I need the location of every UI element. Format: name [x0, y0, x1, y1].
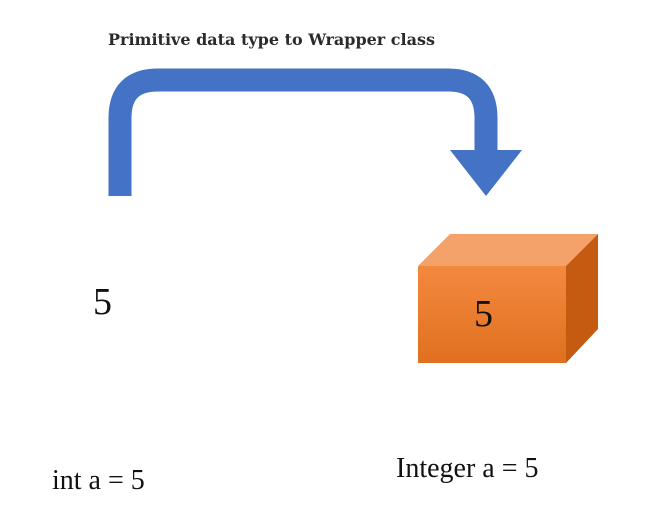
conversion-arrow-head: [450, 150, 522, 196]
wrapper-box-value: 5: [474, 293, 493, 335]
primitive-value: 5: [93, 281, 112, 323]
diagram-title: Primitive data type to Wrapper class: [108, 30, 436, 49]
wrapper-box-front: [418, 266, 566, 363]
conversion-arrow-path: [108, 68, 498, 196]
primitive-declaration: int a = 5: [52, 465, 145, 496]
wrapper-declaration: Integer a = 5: [396, 453, 539, 484]
wrapper-box-side: [566, 234, 598, 363]
wrapper-box-top: [418, 234, 598, 266]
